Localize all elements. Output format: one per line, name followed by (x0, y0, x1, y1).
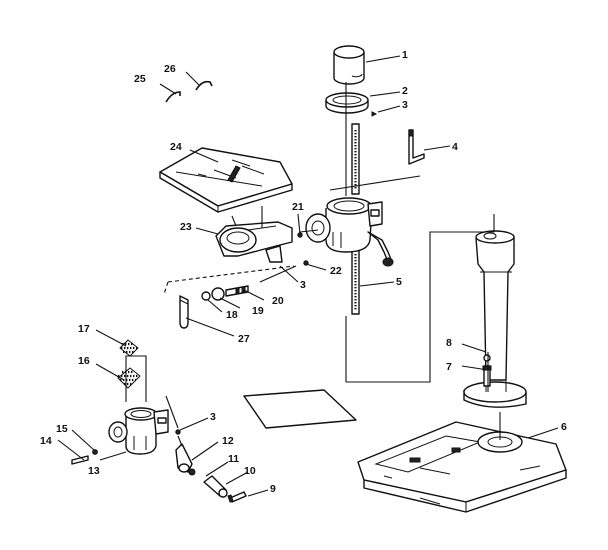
part-lower-crank (175, 429, 247, 503)
callout-labels: 1 2 3 4 5 6 7 8 9 10 11 12 3 13 14 15 16… (40, 49, 567, 495)
callout-7: 7 (446, 361, 452, 373)
callout-1: 1 (402, 49, 408, 61)
callout-5: 5 (396, 276, 402, 288)
callout-15: 15 (56, 423, 68, 435)
callout-12: 12 (222, 435, 234, 447)
part-ring (325, 92, 369, 114)
callout-4: 4 (452, 141, 458, 153)
part-column (463, 230, 527, 408)
part-table (159, 147, 293, 213)
part-sleeve (333, 45, 365, 85)
callout-14: 14 (40, 435, 52, 447)
part-reference-plate (243, 389, 357, 429)
callout-16: 16 (78, 355, 90, 367)
part-column-bolt (482, 354, 492, 387)
callout-18: 18 (226, 309, 238, 321)
part-table-arm (215, 221, 293, 263)
part-springs-left (117, 339, 141, 389)
part-lower-bracket (108, 407, 169, 455)
part-pins-25-26 (165, 80, 213, 103)
part-handle (179, 295, 189, 329)
callout-23: 23 (180, 221, 192, 233)
callout-17: 17 (78, 323, 90, 335)
part-rack-upper (351, 123, 360, 195)
part-rack-lower (351, 249, 360, 315)
part-crank-set (201, 285, 249, 301)
callout-6: 6 (561, 421, 567, 433)
callout-10: 10 (244, 465, 256, 477)
callout-leaders (57, 55, 559, 497)
callout-3b: 3 (300, 279, 306, 291)
callout-3c: 3 (210, 411, 216, 423)
part-set-screw-upper (371, 111, 378, 117)
callout-25: 25 (134, 73, 146, 85)
callout-11: 11 (228, 453, 239, 465)
callout-21: 21 (292, 201, 304, 213)
callout-20: 20 (272, 295, 284, 307)
part-base (357, 421, 567, 513)
callout-3a: 3 (402, 99, 408, 111)
part-column-head (305, 197, 394, 267)
part-screw-14-15 (71, 449, 98, 465)
callout-26: 26 (164, 63, 176, 75)
callout-8: 8 (446, 337, 452, 349)
callout-2: 2 (402, 85, 408, 97)
callout-13: 13 (88, 465, 100, 477)
part-hex-key (408, 129, 425, 165)
callout-22: 22 (330, 265, 342, 277)
alignment-lines (125, 82, 501, 447)
callout-27: 27 (238, 333, 250, 345)
callout-19: 19 (252, 305, 264, 317)
callout-9: 9 (270, 483, 276, 495)
callout-24: 24 (170, 141, 182, 153)
part-pins-21-22 (297, 232, 309, 266)
